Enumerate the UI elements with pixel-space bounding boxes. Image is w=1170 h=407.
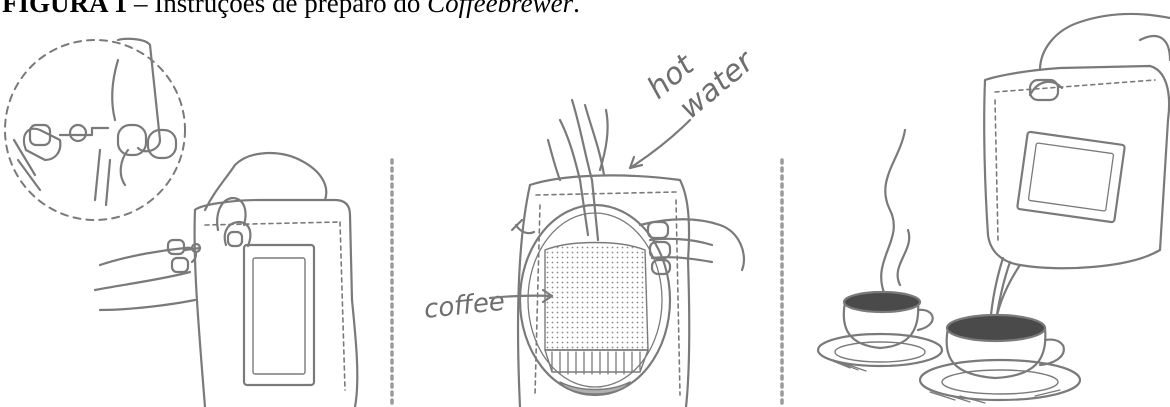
zoom-fingers [14,39,176,205]
bag-pouring [984,66,1169,320]
cup-back [818,292,942,366]
label-coffee: coffee [423,287,507,325]
bag-window [1017,132,1125,223]
panel-open-bag [5,39,357,407]
coffee-grounds [545,243,648,395]
hands-open-bag [95,153,326,310]
steam [881,130,909,295]
panel-pour-water: hot water coffee [423,43,762,407]
bag-outline [195,200,358,407]
panel-serve-coffee [818,14,1170,403]
cup-front [920,315,1080,400]
arrow-hot-water [630,120,690,168]
